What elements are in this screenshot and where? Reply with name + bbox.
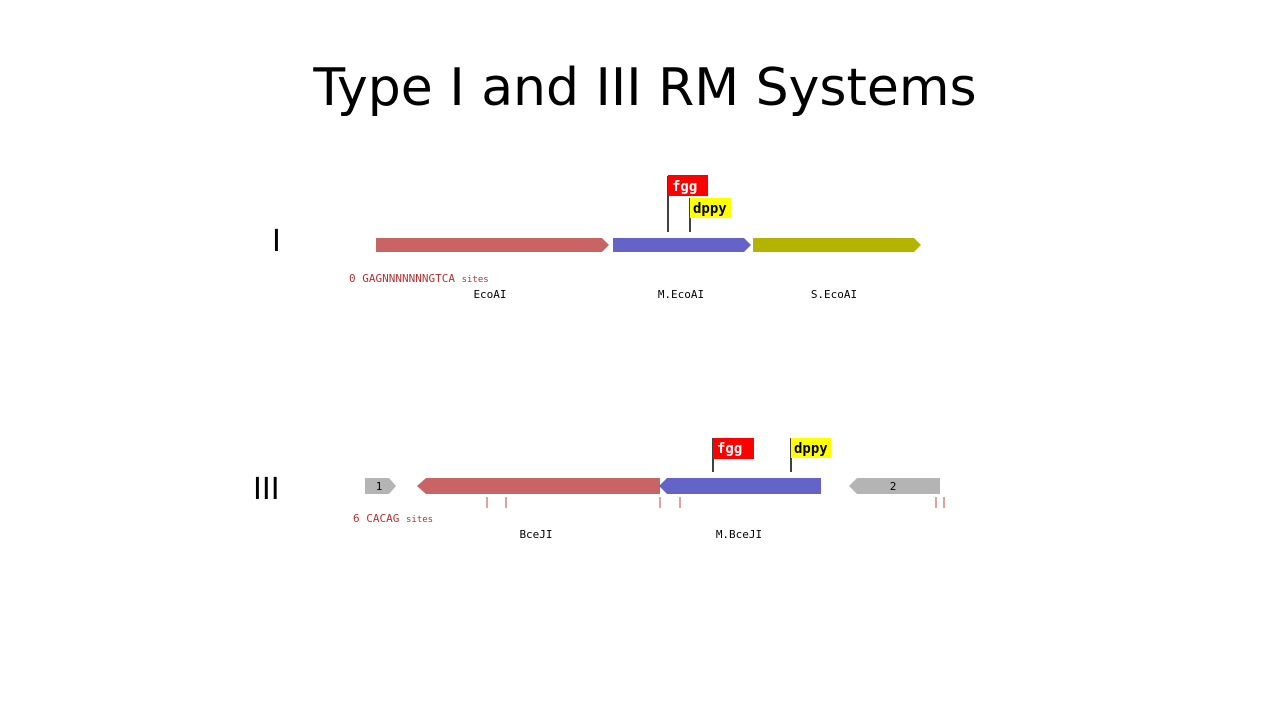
gene-arrow-m-bceji bbox=[659, 478, 821, 494]
slide-title: Type I and III RM Systems bbox=[313, 58, 977, 118]
gene-label-ecoai: EcoAI bbox=[473, 288, 506, 301]
flag-fgg-label: fgg bbox=[672, 179, 697, 195]
gene-arrow-s-ecoai bbox=[753, 238, 921, 252]
gene-label-s-ecoai: S.EcoAI bbox=[811, 288, 857, 301]
flag-dppy bbox=[690, 198, 731, 218]
gene-arrow-ecoai bbox=[376, 238, 609, 252]
gene-arrow-2 bbox=[849, 478, 940, 494]
flag-fgg-iii bbox=[713, 438, 754, 459]
gene-label-bceji: BceJI bbox=[519, 528, 552, 541]
flag-dppy-iii-label: dppy bbox=[794, 441, 828, 457]
sites-caption-type-i: 0 GAGNNNNNNNGTCA sites bbox=[349, 272, 489, 285]
type-i-map: fgg dppy 0 GAGNNNNNNNGTCA sites EcoAI M.… bbox=[349, 175, 921, 301]
gene-arrow-bceji bbox=[417, 478, 660, 494]
site-ticks bbox=[486, 497, 945, 508]
flag-fgg bbox=[668, 175, 708, 196]
gene-label-m-bceji: M.BceJI bbox=[716, 528, 762, 541]
gene-label-1: 1 bbox=[376, 480, 383, 493]
gene-label-m-ecoai: M.EcoAI bbox=[658, 288, 704, 301]
gene-label-2: 2 bbox=[890, 480, 897, 493]
gene-arrow-1 bbox=[365, 478, 396, 494]
flag-dppy-label: dppy bbox=[693, 201, 727, 217]
type-iii-map: fgg dppy 1 2 6 CACAG sites BceJI M.BceJI bbox=[353, 438, 945, 541]
flag-dppy-iii bbox=[791, 438, 831, 458]
gene-arrow-m-ecoai bbox=[613, 238, 751, 252]
system-label-type-i: I bbox=[272, 224, 281, 259]
system-label-type-iii: III bbox=[253, 472, 280, 507]
sites-caption-type-iii: 6 CACAG sites bbox=[353, 512, 433, 525]
flag-fgg-iii-label: fgg bbox=[717, 441, 742, 457]
